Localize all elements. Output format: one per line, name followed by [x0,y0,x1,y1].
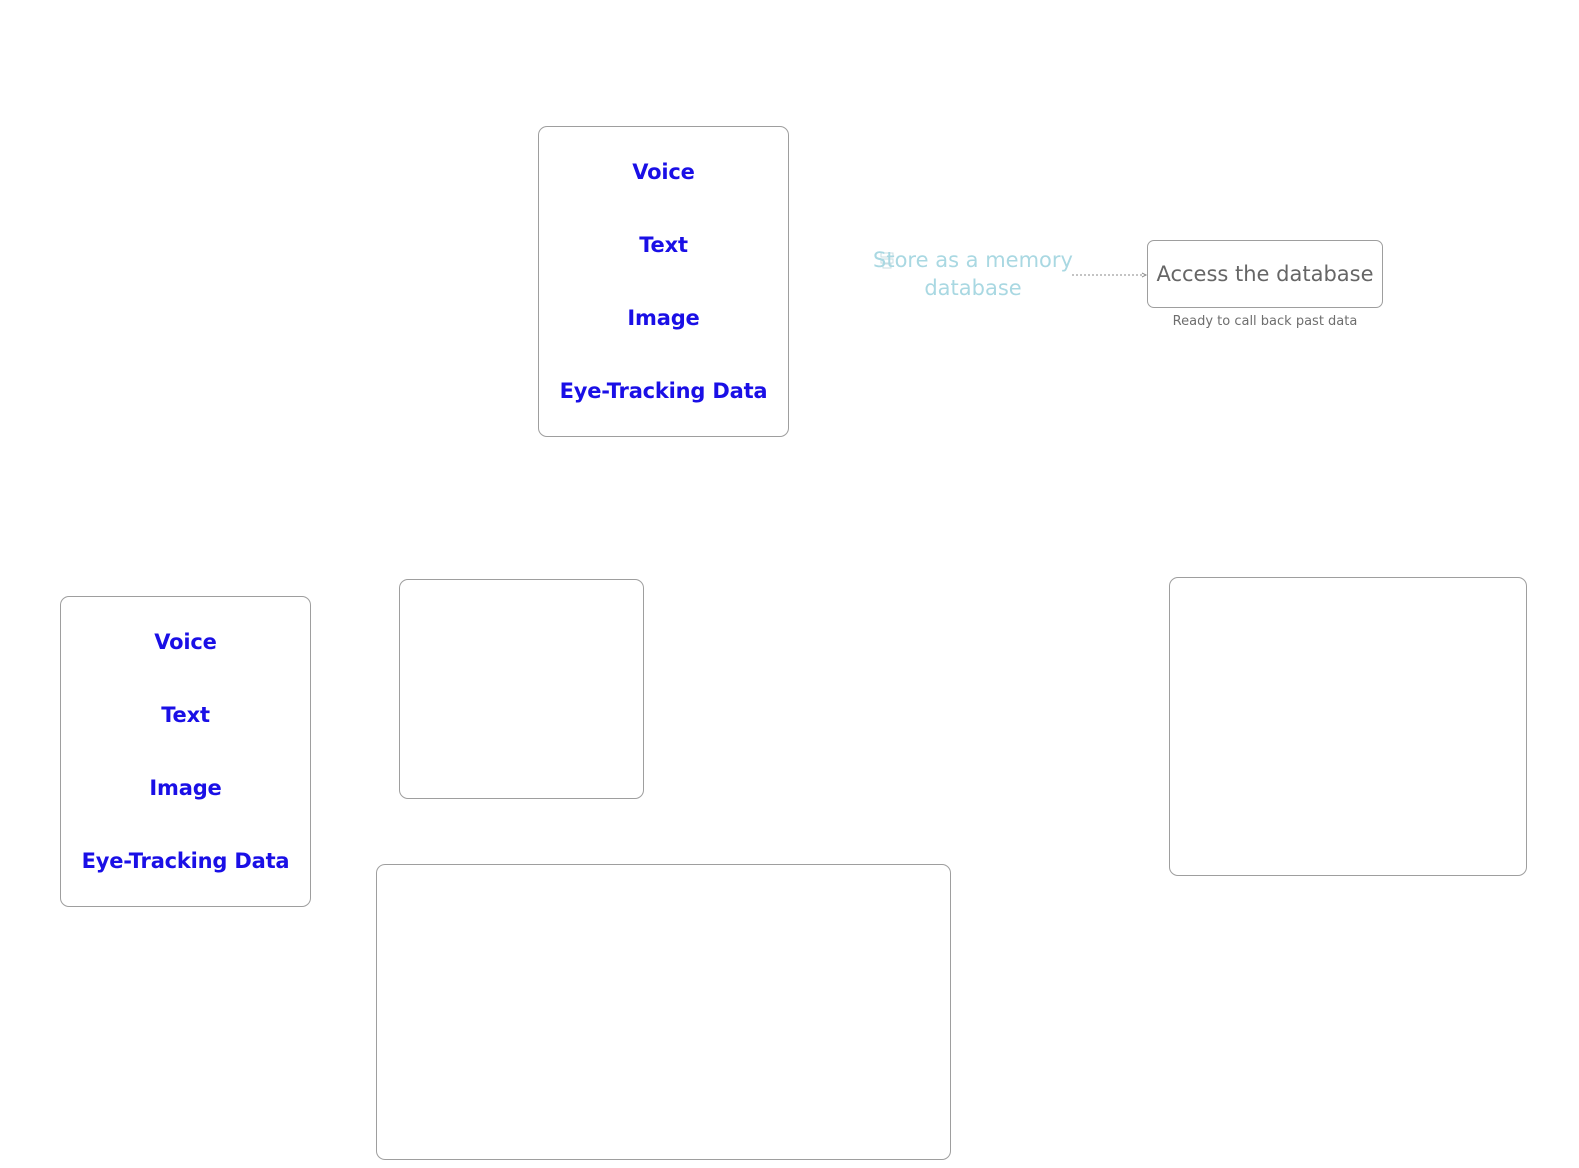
input-card-top: Voice Text Image Eye-Tracking Data [538,126,789,437]
input-image: Image [627,306,700,331]
input-image: Image [149,776,222,801]
input-text: Text [161,702,210,727]
input-voice: Voice [154,629,217,654]
dotted-connector-arrow [1072,272,1148,278]
access-database-caption: Ready to call back past data [1172,314,1358,329]
input-eye-tracking: Eye-Tracking Data [559,379,768,404]
store-database-label: Store as a memory database [873,248,1073,300]
input-text: Text [639,232,688,257]
input-voice: Voice [632,159,695,184]
access-database-box: Access the database [1147,240,1383,308]
input-eye-tracking: Eye-Tracking Data [81,849,290,874]
empty-box-small [399,579,644,799]
empty-box-bottom [376,864,951,1160]
empty-box-right [1169,577,1527,876]
database-icon [880,252,894,269]
input-card-left: Voice Text Image Eye-Tracking Data [60,596,311,907]
